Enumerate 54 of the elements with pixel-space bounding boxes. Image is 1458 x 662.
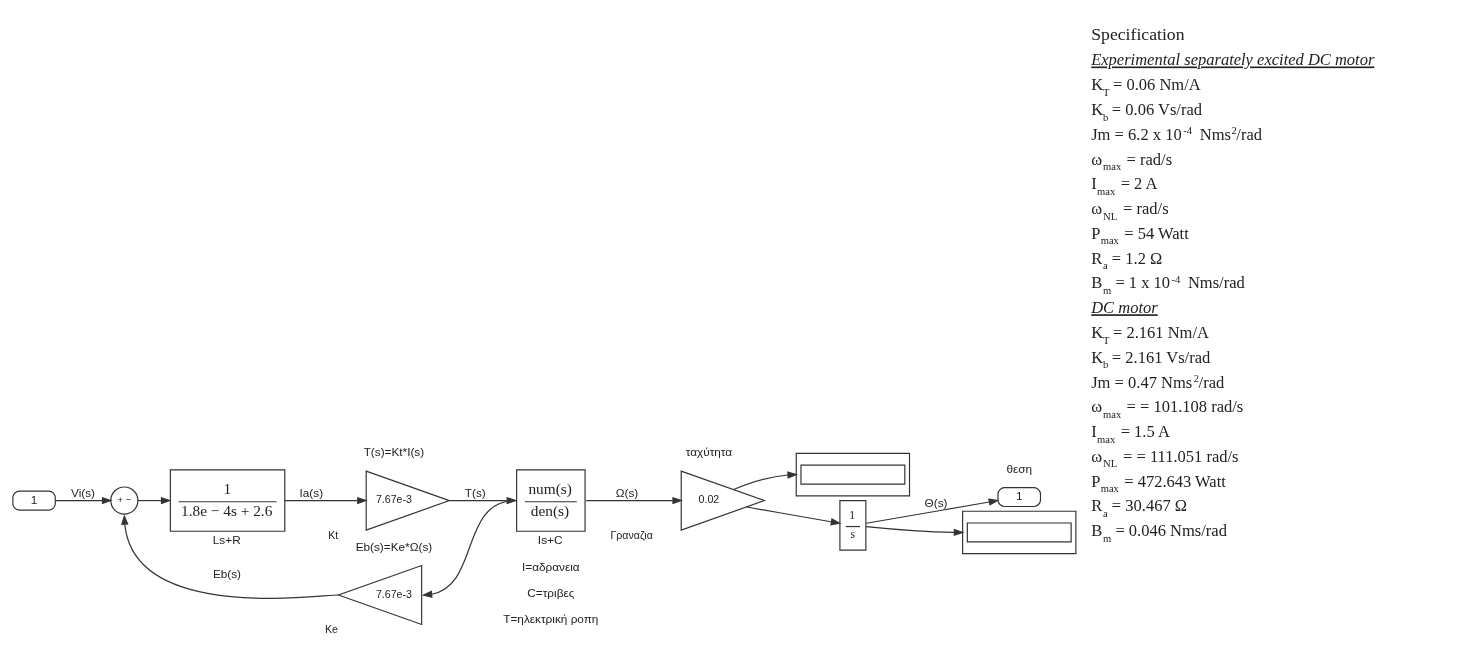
label: P$_{max}$ = 54 Watt: [1091, 223, 1189, 247]
label: T(s)=Kt*I(s): [363, 445, 425, 459]
arrow: [283, 496, 368, 505]
arrow: [137, 496, 172, 505]
label: K$_{b}$ = 0.06 Vs/rad: [1091, 100, 1202, 123]
edge-label: Eb(s): [212, 567, 242, 581]
edge-label: Ia(s): [299, 486, 324, 500]
edge-label: T(s): [464, 486, 486, 500]
label: R$_{a}$ = 30.467 Ω: [1091, 496, 1188, 519]
label: R$_{a}$ = 1.2 Ω: [1091, 248, 1163, 272]
label: K$_{b}$ = 2.161 Vs/rad: [1091, 347, 1211, 371]
arrow: [55, 496, 113, 505]
node-label: Kt: [328, 528, 339, 541]
arrow: [421, 500, 517, 598]
arrow: [746, 506, 842, 526]
node-circle: + −: [110, 486, 139, 515]
node-label: Γραναζια: [610, 528, 653, 541]
node-label: Ke: [324, 622, 338, 635]
arrow: [121, 514, 340, 599]
node-box: [962, 510, 1077, 555]
arrow: [733, 471, 799, 491]
label: Specification: [1091, 24, 1185, 45]
node-box: [795, 452, 911, 497]
label: Experimental separately excited DC motor: [1091, 50, 1375, 70]
label: Jm = 6.2 x 10$^{-4}$ Nms$^{2}$/rad: [1091, 124, 1262, 144]
label: P$_{max}$ = 472.643 Watt: [1091, 471, 1226, 495]
arrow: [865, 526, 965, 537]
label: ω$_{max}$ = rad/s: [1091, 149, 1173, 173]
edge-label: Vi(s): [71, 486, 96, 500]
label: ω$_{NL}$ = = 111.051 rad/s: [1091, 446, 1239, 470]
label: Eb(s)=Ke*Ω(s): [355, 539, 433, 553]
arrow: [865, 498, 1000, 524]
label: C=τριβες: [527, 585, 575, 599]
label: ω$_{max}$ = = 101.108 rad/s: [1091, 397, 1244, 420]
label: ω$_{NL}$ = rad/s: [1091, 199, 1169, 222]
node-label: Is+C: [537, 533, 563, 547]
label: I$_{max}$ = 1.5 A: [1091, 422, 1170, 445]
node-label: Ls+R: [212, 533, 241, 547]
edge-label: Θ(s): [924, 495, 948, 509]
label: K$_{T}$ = 2.161 Nm/A: [1091, 323, 1209, 346]
node-box: 1: [997, 487, 1042, 508]
label: B$_{m}$ = 1 x 10$^{-4}$ Nms/rad: [1091, 273, 1245, 296]
label: I$_{max}$ = 2 A: [1091, 174, 1158, 197]
node-box: 1: [12, 490, 56, 511]
label: I=αδρανεια: [522, 559, 580, 573]
label: T=ηλεκτρική ροπη: [503, 611, 599, 625]
label: θεση: [1006, 461, 1033, 475]
label: ταχύτητα: [685, 445, 733, 459]
label: K$_{T}$ = 0.06 Nm/A: [1091, 75, 1201, 98]
edge-label: Ω(s): [615, 486, 639, 500]
label: DC motor: [1091, 298, 1158, 318]
label: B$_{m}$ = 0.046 Nms/rad: [1091, 521, 1227, 544]
arrow: [585, 496, 683, 505]
label: Jm = 0.47 Nms$^{2}$/rad: [1091, 372, 1225, 392]
